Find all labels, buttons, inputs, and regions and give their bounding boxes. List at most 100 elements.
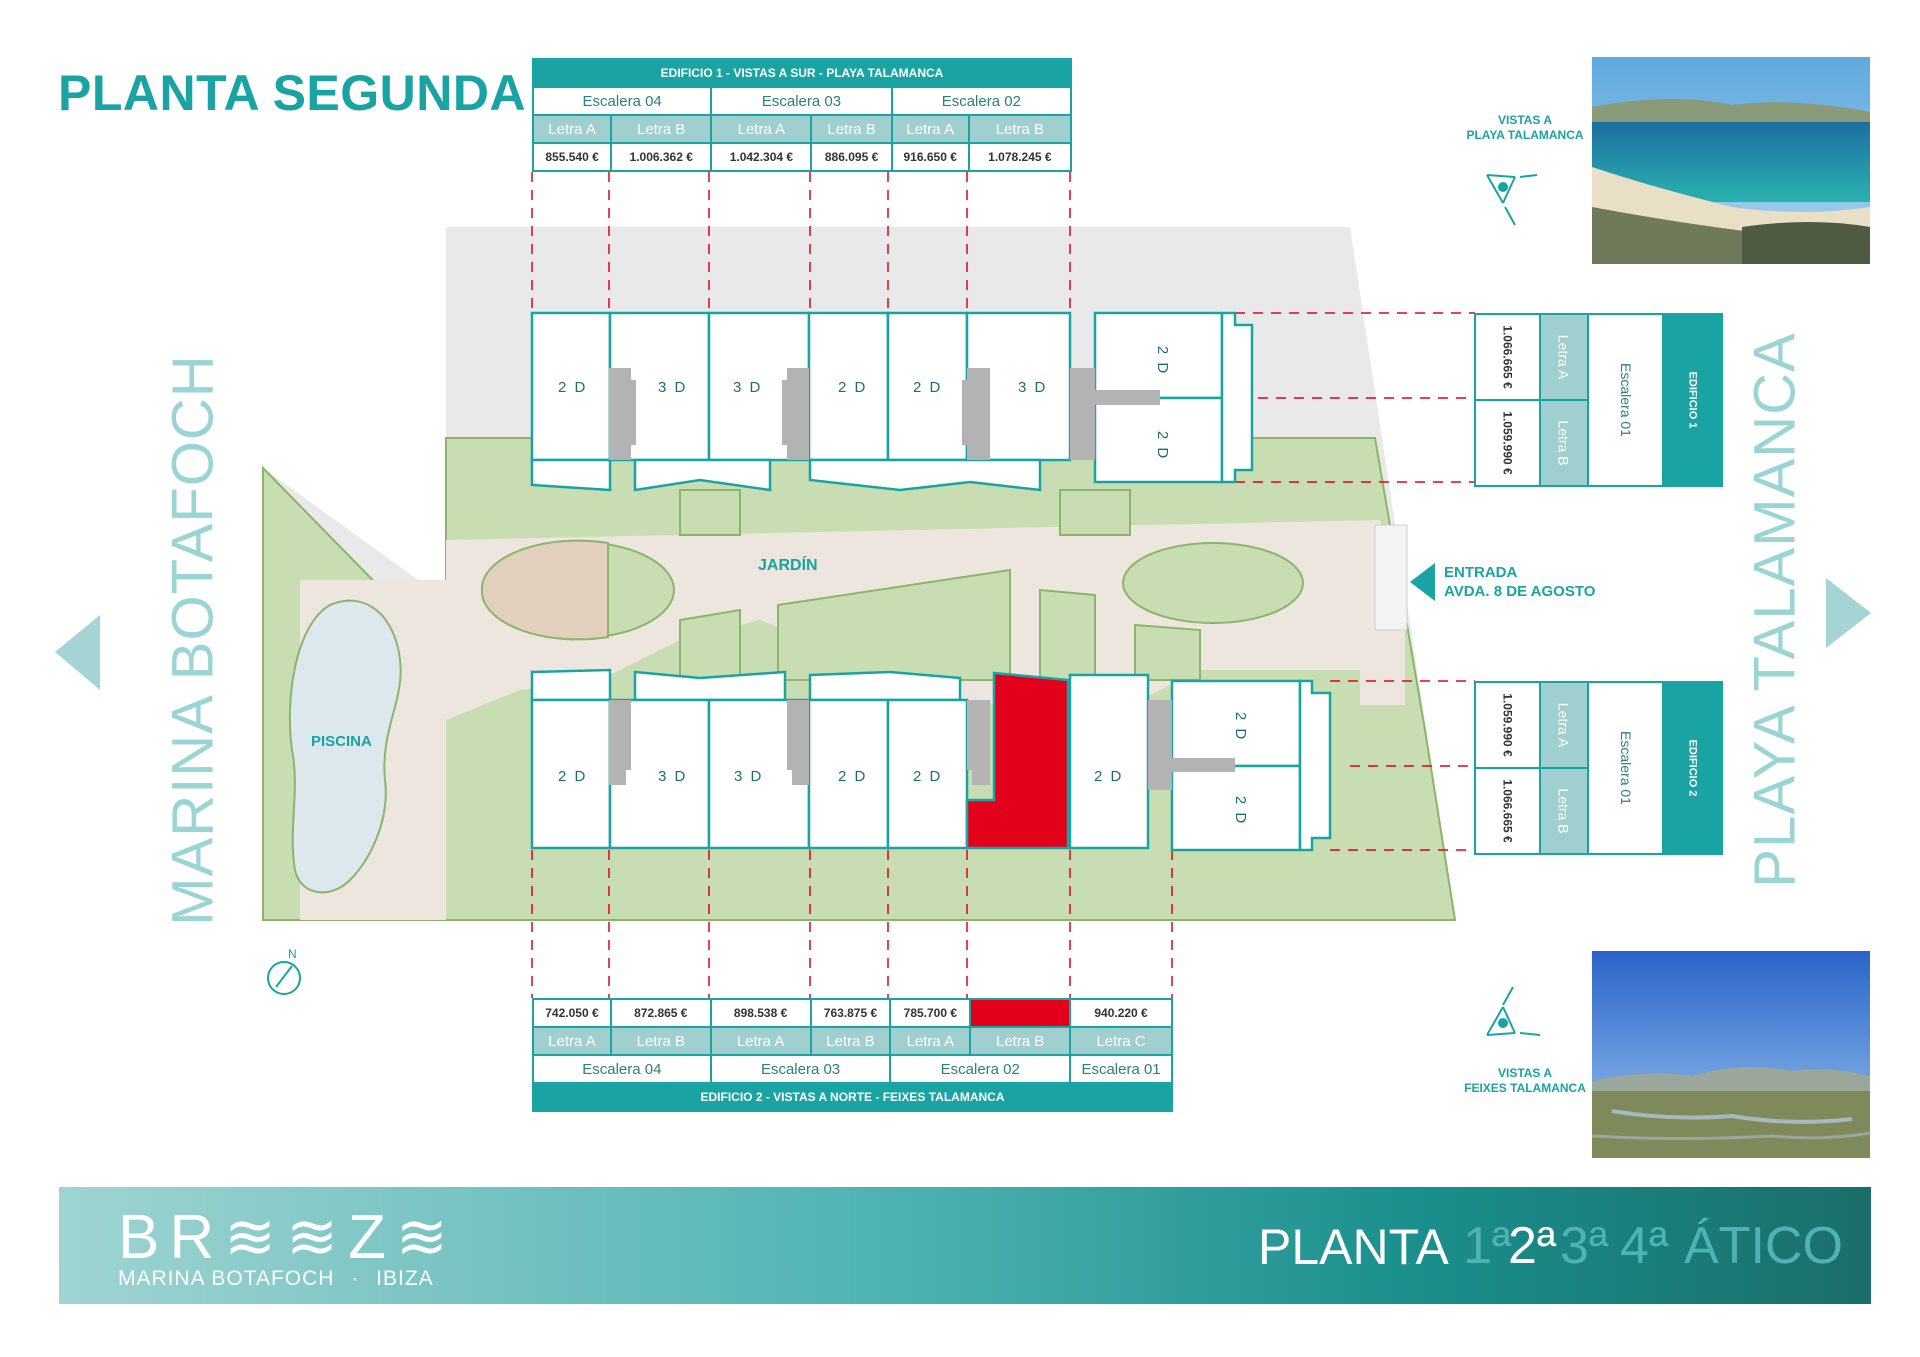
bottom-letter[interactable]: Letra A	[709, 1026, 812, 1056]
beach-photo[interactable]	[1592, 57, 1870, 264]
level-4-link[interactable]: 4ª	[1620, 1217, 1669, 1275]
bottom-price-table: 742.050 € 872.865 € 898.538 € 763.875 € …	[532, 998, 1173, 1112]
unit-b2-5	[886, 698, 969, 850]
right-letter[interactable]: Letra B	[1555, 788, 1572, 834]
unit-type-label[interactable]: 2 D	[1232, 795, 1250, 826]
top-price: 1.042.304 €	[710, 142, 813, 172]
bottom-price-sold	[969, 998, 1072, 1028]
garden-patch	[679, 489, 741, 536]
unit-type-label[interactable]: 2 D	[913, 768, 943, 785]
balcony-b1	[530, 458, 612, 492]
brand-logo: BR≋≋Z≋	[118, 1203, 458, 1272]
north-label: N	[288, 947, 297, 961]
unit-type-label[interactable]: 2 D	[1094, 768, 1124, 785]
bottom-stair: Escalera 02	[889, 1054, 1072, 1084]
right-stair: Escalera 01	[1617, 363, 1634, 437]
right-header: EDIFICIO 1	[1686, 371, 1699, 429]
level-1-link[interactable]: 1ª	[1463, 1217, 1512, 1275]
entrance-line1: ENTRADA	[1444, 564, 1518, 581]
left-arrow-icon[interactable]	[55, 615, 105, 690]
core-b2	[787, 700, 809, 785]
view-bottom-line2: FEIXES TALAMANCA	[1464, 1081, 1586, 1095]
bottom-price: 940.220 €	[1069, 998, 1173, 1028]
bottom-letter[interactable]: Letra B	[609, 1026, 712, 1056]
top-letter[interactable]: Letra B	[810, 114, 893, 144]
garden-oval-left-half	[480, 539, 609, 641]
balcony-b2	[530, 668, 612, 702]
core-b2	[1148, 700, 1235, 790]
level-atico-link[interactable]: ÁTICO	[1684, 1217, 1843, 1275]
top-letter[interactable]: Letra A	[531, 114, 613, 144]
bottom-price: 742.050 €	[532, 998, 612, 1028]
right-stair: Escalera 01	[1617, 731, 1634, 805]
balcony-b1	[633, 458, 772, 492]
right-table-2: 1.059.990 € Letra A Escalera 01 EDIFICIO…	[1473, 681, 1724, 855]
unit-b2-6-sold	[965, 671, 1070, 850]
core-b2	[609, 700, 631, 785]
top-letter[interactable]: Letra B	[610, 114, 713, 144]
bottom-letter[interactable]: Letra C	[1069, 1026, 1173, 1056]
view-label-bottom: VISTAS A FEIXES TALAMANCA	[1440, 1066, 1610, 1096]
entrance-arrow-icon	[1410, 563, 1435, 601]
bottom-letter[interactable]: Letra A	[532, 1026, 612, 1056]
unit-b2-4	[807, 698, 890, 850]
unit-b1-7	[1093, 311, 1224, 400]
right-letter[interactable]: Letra B	[1555, 420, 1572, 466]
right-arrow-icon[interactable]	[1826, 578, 1874, 648]
top-letter[interactable]: Letra B	[967, 114, 1073, 144]
unit-type-label[interactable]: 2 D	[1232, 711, 1250, 742]
bottom-letter[interactable]: Letra A	[889, 1026, 972, 1056]
top-price: 916.650 €	[890, 142, 970, 172]
top-table-header: EDIFICIO 1 - VISTAS A SUR - PLAYA TALAMA…	[532, 58, 1072, 88]
right-letter[interactable]: Letra A	[1555, 334, 1572, 380]
top-stair: Escalera 03	[710, 86, 893, 116]
unit-type-label[interactable]: 2 D	[558, 379, 588, 396]
view-label-top: VISTAS A PLAYA TALAMANCA	[1440, 113, 1610, 143]
unit-type-label[interactable]: 2 D	[1154, 430, 1172, 461]
unit-type-label[interactable]: 2 D	[558, 768, 588, 785]
right-price: 1.066.665 €	[1500, 779, 1515, 843]
bottom-price: 872.865 €	[609, 998, 712, 1028]
unit-type-label[interactable]: 2 D	[1154, 345, 1172, 376]
top-price: 855.540 €	[531, 142, 613, 172]
top-letter[interactable]: Letra A	[710, 114, 813, 144]
unit-b2-9	[1170, 764, 1302, 852]
bottom-letter[interactable]: Letra B	[809, 1026, 892, 1056]
bottom-letter[interactable]: Letra B	[969, 1026, 1072, 1056]
right-price: 1.059.990 €	[1500, 693, 1515, 757]
wetlands-photo[interactable]	[1592, 951, 1870, 1158]
right-letter[interactable]: Letra A	[1555, 702, 1572, 748]
footer-banner	[59, 1187, 1871, 1304]
bay-b1	[1220, 311, 1254, 484]
core-b1	[962, 368, 990, 460]
view-top-line1: VISTAS A	[1497, 113, 1552, 127]
balcony-b1	[808, 458, 1042, 492]
unit-type-label[interactable]: 3 D	[658, 379, 688, 396]
view-top-line2: PLAYA TALAMANCA	[1466, 128, 1584, 142]
core-b1	[1070, 368, 1160, 460]
unit-type-label[interactable]: 3 D	[734, 768, 764, 785]
balcony-b2	[633, 670, 787, 702]
bottom-price: 898.538 €	[709, 998, 812, 1028]
right-header: EDIFICIO 2	[1686, 739, 1699, 797]
planta-label: PLANTA	[1258, 1219, 1449, 1275]
unit-type-label[interactable]: 3 D	[733, 379, 763, 396]
unit-type-label[interactable]: 3 D	[1018, 379, 1048, 396]
unit-type-label[interactable]: 2 D	[838, 768, 868, 785]
entrance-line2: AVDA. 8 DE AGOSTO	[1444, 583, 1596, 600]
top-stair: Escalera 02	[890, 86, 1073, 116]
unit-type-label[interactable]: 2 D	[838, 379, 868, 396]
garden-oval-right	[1122, 542, 1304, 624]
pool-label: PISCINA	[311, 733, 372, 750]
level-2-link-active[interactable]: 2ª	[1508, 1217, 1557, 1275]
unit-type-label[interactable]: 3 D	[658, 768, 688, 785]
unit-b2-1	[530, 698, 612, 850]
level-3-link[interactable]: 3ª	[1560, 1217, 1609, 1275]
unit-b1-1	[530, 311, 612, 462]
core-b1	[782, 368, 809, 460]
top-letter[interactable]: Letra A	[890, 114, 970, 144]
unit-type-label[interactable]: 2 D	[913, 379, 943, 396]
